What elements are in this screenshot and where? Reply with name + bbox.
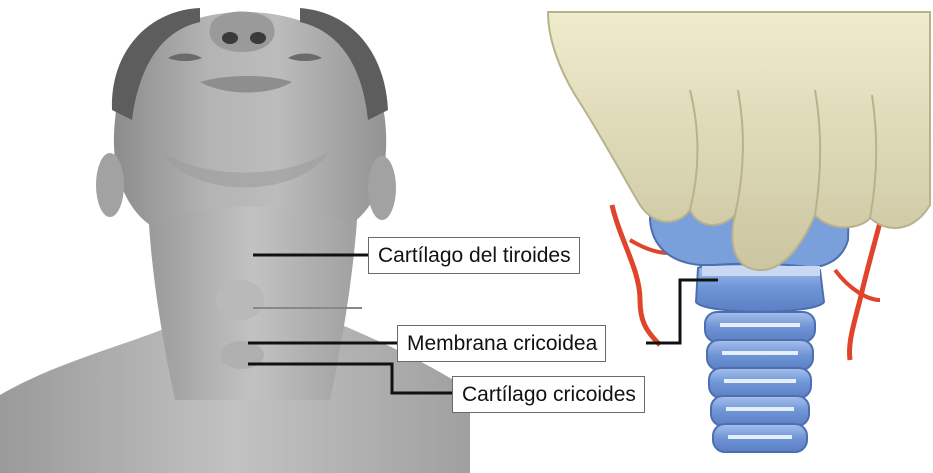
nose-shape (210, 12, 275, 53)
trachea (705, 312, 815, 452)
larynx-prominence (216, 280, 264, 320)
left-nostril (222, 32, 238, 44)
label-thyroid-cartilage: Cartílago del tiroides (368, 237, 580, 274)
right-artery-branch (835, 270, 880, 300)
left-ear (96, 153, 124, 217)
right-nostril (250, 32, 266, 44)
label-cricoid-cartilage: Cartílago cricoides (452, 376, 645, 413)
right-ear (368, 156, 396, 220)
gloved-hand-shape (548, 12, 930, 270)
label-cricothyroid-membrane: Membrana cricoidea (397, 325, 606, 362)
